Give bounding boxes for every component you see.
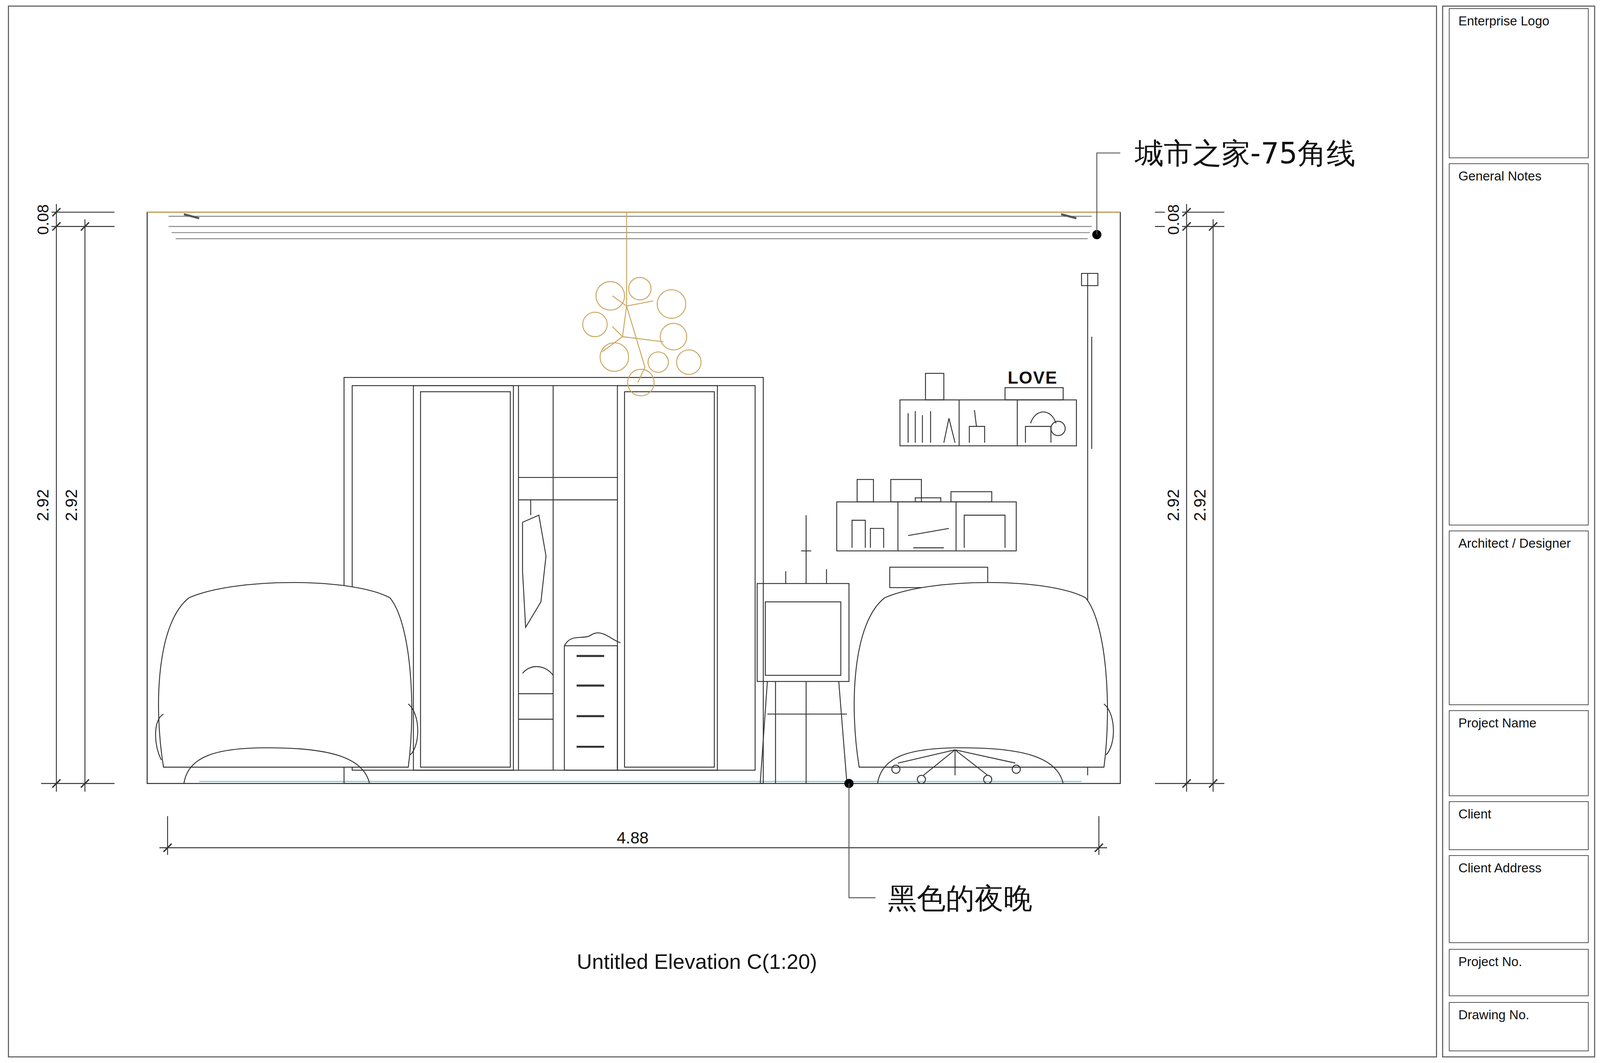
title-block-cell: Project No. <box>1448 948 1589 996</box>
material-callout: 城市之家-75角线 <box>1134 138 1356 168</box>
title-block-cell: Drawing No. <box>1448 1001 1589 1051</box>
decor-lettering: LOVE <box>1007 369 1058 387</box>
title-block-heading: Project Name <box>1449 710 1537 731</box>
dimension-text: 0.08 <box>34 202 52 237</box>
dimension-text: 0.08 <box>1164 202 1183 237</box>
title-block-cell: Client Address <box>1448 855 1589 943</box>
title-block-cell: General Notes <box>1448 163 1589 526</box>
drawing-caption: Untitled Elevation C(1:20) <box>576 950 818 972</box>
dimension-text: 4.88 <box>616 829 649 847</box>
title-block-heading: Enterprise Logo <box>1449 8 1550 29</box>
title-block-heading: Architect / Designer <box>1449 531 1571 551</box>
title-block-cell: Architect / Designer <box>1448 530 1589 706</box>
dimension-text: 2.92 <box>62 487 81 523</box>
material-callout: 黑色的夜晚 <box>887 883 1033 913</box>
title-block-heading: Client Address <box>1449 855 1542 876</box>
title-block-heading: General Notes <box>1449 164 1542 184</box>
title-block-heading: Client <box>1449 801 1492 822</box>
dimension-text: 2.92 <box>1191 487 1209 523</box>
title-block-cell: Client <box>1448 801 1589 850</box>
title-block-heading: Project No. <box>1449 949 1522 970</box>
title-block-cell: Enterprise Logo <box>1448 8 1589 159</box>
title-block-cell: Project Name <box>1448 710 1589 796</box>
dimension-text: 2.92 <box>1164 487 1183 523</box>
title-block-heading: Drawing No. <box>1449 1002 1530 1023</box>
dimension-text: 2.92 <box>33 487 52 523</box>
